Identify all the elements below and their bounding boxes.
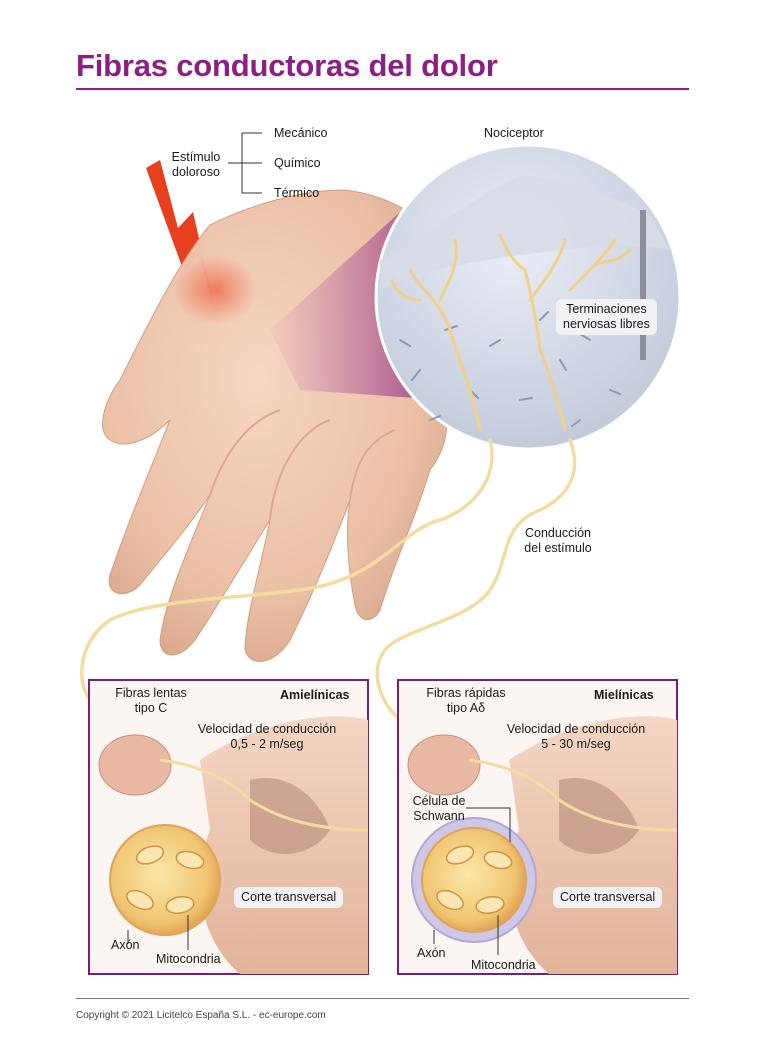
left-fiber-line1: Fibras lentas bbox=[115, 686, 187, 700]
schwann-cell-label: Célula de Schwann bbox=[404, 794, 474, 824]
left-cross-section-label: Corte transversal bbox=[234, 887, 344, 908]
conduction-label: Conducción del estímulo bbox=[515, 526, 601, 556]
title-underline bbox=[76, 88, 689, 90]
page-title: Fibras conductoras del dolor bbox=[76, 48, 498, 83]
left-speed-line1: Velocidad de conducción bbox=[197, 722, 337, 736]
right-fiber-line2: tipo Aδ bbox=[446, 701, 486, 715]
stimulus-label: Estímulo doloroso bbox=[163, 150, 229, 180]
free-endings-line2: nerviosas libres bbox=[563, 317, 650, 331]
left-fiber-line2: tipo C bbox=[134, 701, 168, 715]
panel-left-art bbox=[98, 716, 369, 974]
stimulus-type-thermal: Térmico bbox=[274, 186, 320, 200]
left-mito-label: Mitocondria bbox=[156, 952, 221, 966]
free-endings-line1: Terminaciones bbox=[566, 302, 647, 316]
left-type-label: Amielínicas bbox=[280, 688, 350, 702]
stimulus-label-line2: doloroso bbox=[172, 165, 220, 179]
copyright-text: Copyright © 2021 Licitelco España S.L. -… bbox=[76, 1010, 326, 1021]
nociceptor-circle bbox=[374, 143, 682, 451]
right-axon-label: Axón bbox=[417, 946, 446, 960]
right-fiber-line1: Fibras rápidas bbox=[426, 686, 506, 700]
right-speed-line1: Velocidad de conducción bbox=[506, 722, 646, 736]
right-cross-section-label: Corte transversal bbox=[553, 887, 663, 908]
stimulus-type-mechanical: Mecánico bbox=[274, 126, 328, 140]
free-endings-label: Terminaciones nerviosas libres bbox=[556, 299, 657, 335]
panel-right-art bbox=[407, 716, 678, 974]
right-type-label: Mielínicas bbox=[594, 688, 654, 702]
right-speed-line2: 5 - 30 m/seg bbox=[541, 737, 611, 751]
right-fiber-label: Fibras rápidas tipo Aδ bbox=[420, 686, 512, 716]
schwann-line2: Schwann bbox=[413, 809, 465, 823]
conduction-line2: del estímulo bbox=[524, 541, 592, 555]
left-axon-label: Axón bbox=[111, 938, 140, 952]
stimulus-bracket bbox=[228, 132, 262, 194]
left-fiber-label: Fibras lentas tipo C bbox=[106, 686, 196, 716]
footer-divider bbox=[76, 998, 689, 999]
stimulus-type-chemical: Químico bbox=[274, 156, 321, 170]
left-speed-label: Velocidad de conducción 0,5 - 2 m/seg bbox=[187, 722, 347, 752]
pain-bolt-icon bbox=[146, 160, 214, 304]
stimulus-label-line1: Estímulo bbox=[171, 150, 221, 164]
right-speed-label: Velocidad de conducción 5 - 30 m/seg bbox=[496, 722, 656, 752]
schwann-line1: Célula de bbox=[412, 794, 466, 808]
right-mito-label: Mitocondria bbox=[471, 958, 536, 972]
conduction-line1: Conducción bbox=[524, 526, 591, 540]
nociceptor-label: Nociceptor bbox=[484, 126, 544, 140]
left-speed-line2: 0,5 - 2 m/seg bbox=[230, 737, 304, 751]
